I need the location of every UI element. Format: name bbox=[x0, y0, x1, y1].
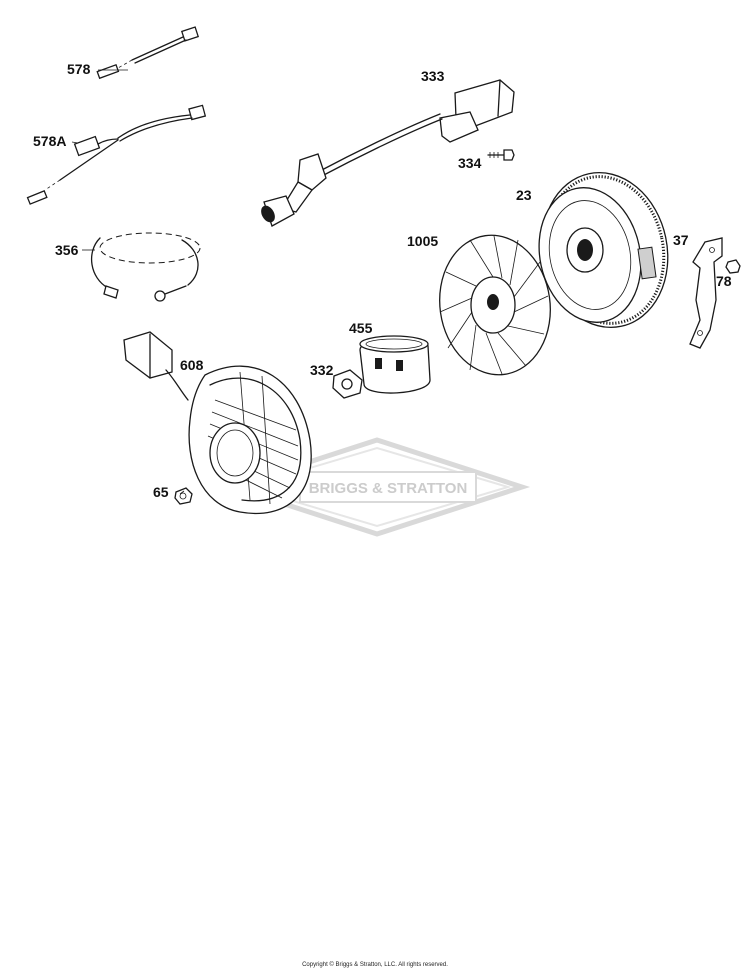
screw-334[interactable] bbox=[487, 149, 515, 161]
wire-578[interactable] bbox=[96, 26, 200, 80]
part-label-65: 65 bbox=[153, 484, 169, 500]
part-label-578a: 578A bbox=[33, 133, 67, 149]
bracket-37[interactable] bbox=[689, 237, 723, 349]
watermark-text: BRIGGS & STRATTON bbox=[309, 480, 468, 497]
part-label-332: 332 bbox=[310, 362, 334, 378]
sleeve-455[interactable] bbox=[359, 335, 431, 394]
leader-lines bbox=[71, 69, 185, 495]
flywheel-23[interactable] bbox=[527, 161, 682, 339]
nut-78[interactable] bbox=[725, 259, 741, 274]
wire-harness-578a[interactable] bbox=[26, 104, 207, 205]
part-label-608: 608 bbox=[180, 357, 204, 373]
part-label-455: 455 bbox=[349, 320, 373, 336]
part-label-578: 578 bbox=[67, 61, 91, 77]
recoil-starter-608[interactable] bbox=[123, 331, 312, 514]
part-label-334: 334 bbox=[458, 155, 482, 171]
part-label-333: 333 bbox=[421, 68, 445, 84]
part-label-23: 23 bbox=[516, 187, 532, 203]
ground-wire-356[interactable] bbox=[90, 232, 201, 302]
part-label-78: 78 bbox=[716, 273, 732, 289]
part-label-356: 356 bbox=[55, 242, 79, 258]
part-label-1005: 1005 bbox=[407, 233, 439, 249]
nut-65[interactable] bbox=[174, 487, 193, 505]
copyright-notice: Copyright © Briggs & Stratton, LLC. All … bbox=[302, 962, 448, 968]
part-label-37: 37 bbox=[673, 232, 689, 248]
starter-motor-333[interactable] bbox=[258, 79, 515, 227]
nut-332[interactable] bbox=[332, 369, 363, 399]
cooling-fan-1005[interactable] bbox=[431, 228, 559, 382]
